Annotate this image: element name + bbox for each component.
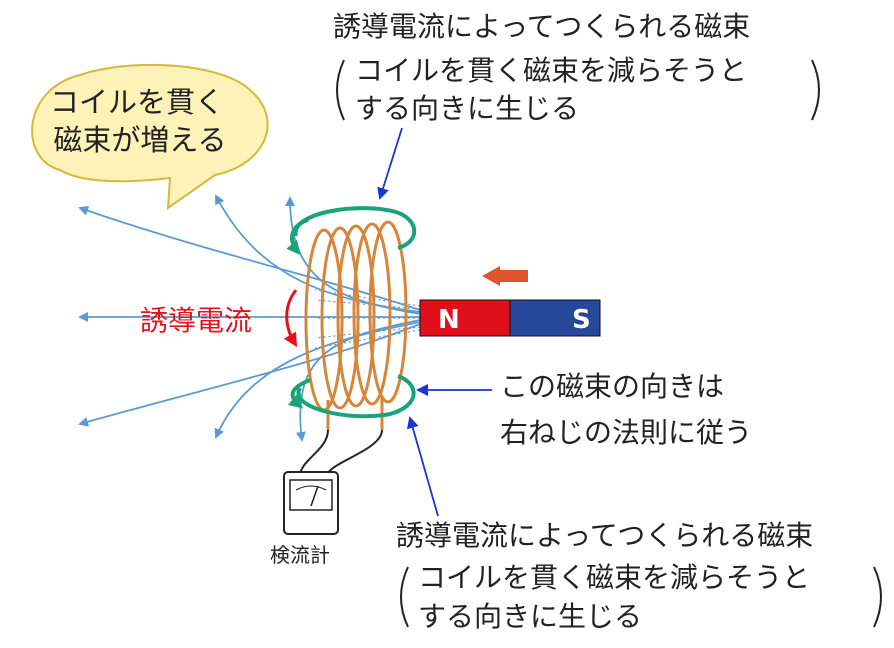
field-line <box>285 196 421 315</box>
bottom-note-line-1: 誘導電流によってつくられる磁束 <box>396 519 813 552</box>
magnet-north-label: N <box>438 305 460 335</box>
top-note-line-2: コイルを貫く磁束を減らそうと <box>355 54 747 87</box>
pointer-arrows <box>377 127 492 517</box>
flux-ring-bottom <box>296 374 416 419</box>
right-paren <box>811 59 820 121</box>
coil-turn <box>320 226 360 410</box>
galvanometer: 検流計 <box>270 471 339 567</box>
wire <box>325 429 383 477</box>
field-line <box>295 319 421 442</box>
rule-note: この磁束の向きは 右ねじの法則に従う <box>500 370 752 449</box>
left-arrow-icon <box>482 266 528 286</box>
magnet-south-label: S <box>572 305 591 335</box>
field-line <box>214 321 421 439</box>
left-paren <box>336 59 345 121</box>
down-arrow-icon <box>283 289 298 348</box>
wires <box>299 429 383 477</box>
bubble-line-1: コイルを貫く <box>50 85 224 119</box>
galvanometer-dial <box>289 479 333 511</box>
bottom-note-line-3: する向きに生じる <box>418 600 642 633</box>
galvanometer-scale <box>295 485 327 491</box>
top-note-line-3: する向きに生じる <box>355 92 579 125</box>
galvanometer-label: 検流計 <box>270 543 330 567</box>
coil-turn <box>352 222 392 406</box>
induced-current-label: 誘導電流 <box>140 304 252 337</box>
field-line <box>78 323 421 427</box>
field-line <box>78 205 421 311</box>
bottom-pointer-arrow <box>406 416 439 517</box>
galvanometer-needle <box>310 485 319 507</box>
rule-note-line-1: この磁束の向きは <box>500 370 724 403</box>
flux-ring-top-arrow <box>286 218 309 256</box>
magnet-south-pole <box>509 299 601 337</box>
right-paren <box>873 566 882 628</box>
induced-flux-rings <box>286 206 417 419</box>
flux-ring-bottom-arrow <box>287 378 311 409</box>
coil-turn <box>368 220 408 404</box>
top-note: 誘導電流によってつくられる磁束 コイルを貫く磁束を減らそうと する向きに生じる <box>333 10 820 125</box>
bottom-note-line-2: コイルを貫く磁束を減らそうと <box>418 561 810 594</box>
bubble-line-2: 磁束が増える <box>53 123 226 157</box>
magnetic-field-lines <box>78 194 421 442</box>
wire <box>299 429 329 477</box>
induced-current: 誘導電流 <box>140 289 298 348</box>
left-paren <box>400 566 409 628</box>
rule-note-line-2: 右ねじの法則に従う <box>500 416 752 449</box>
coil <box>304 220 408 430</box>
magnet-north-pole <box>419 299 511 337</box>
speech-bubble: コイルを貫く 磁束が増える <box>31 63 269 211</box>
bottom-note: 誘導電流によってつくられる磁束 コイルを貫く磁束を減らそうと する向きに生じる <box>396 519 882 633</box>
top-pointer-arrow <box>377 127 403 200</box>
bar-magnet: N S <box>419 299 601 337</box>
top-note-line-1: 誘導電流によってつくられる磁束 <box>333 10 750 43</box>
coil-turn <box>336 224 376 408</box>
